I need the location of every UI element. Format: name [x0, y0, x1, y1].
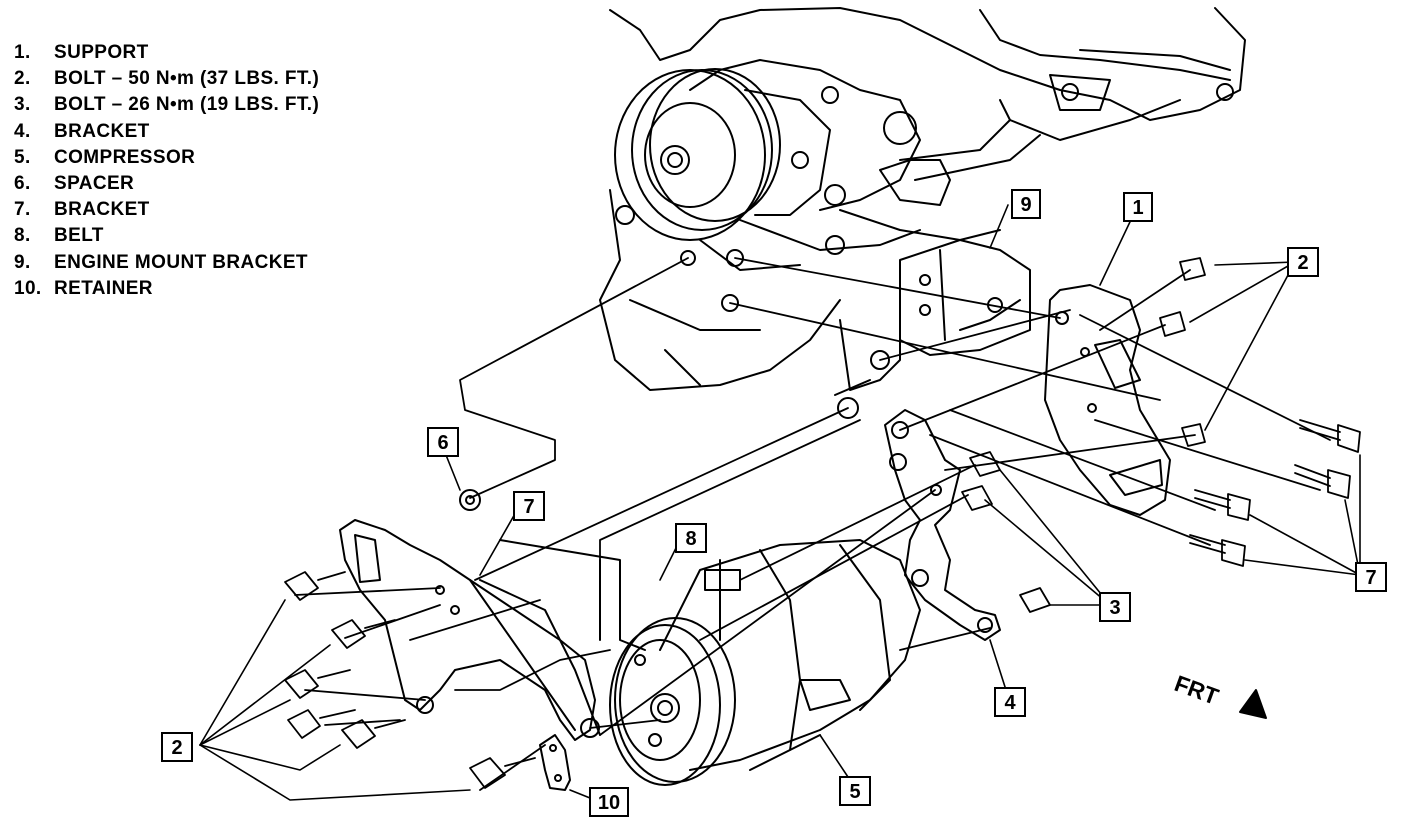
support [1044, 284, 1171, 516]
leader-lines [199, 204, 1361, 801]
callout-2-left: 2 [161, 732, 193, 762]
callout-3-label: 3 [1109, 597, 1120, 619]
callout-1: 1 [1123, 192, 1153, 222]
callout-5-label: 5 [849, 781, 860, 803]
callout-6-label: 6 [437, 432, 448, 454]
bolts-2-right [1159, 257, 1206, 447]
callout-4: 4 [994, 687, 1026, 717]
callout-9: 9 [1011, 189, 1041, 219]
engine-lower-block [834, 319, 901, 419]
callout-6: 6 [427, 427, 459, 457]
callout-7-left: 7 [513, 491, 545, 521]
legend-item-bracket: 4.BRACKET [14, 120, 150, 142]
legend-item-compressor: 5.COMPRESSOR [14, 146, 196, 168]
belt [499, 539, 646, 651]
callout-7-right: 7 [1355, 562, 1387, 592]
callout-3: 3 [1099, 592, 1131, 622]
callout-9-label: 9 [1020, 194, 1031, 216]
legend-item-engine-mount-bracket: 9.ENGINE MOUNT BRACKET [14, 251, 308, 273]
parts-legend: 1.SUPPORT 2.BOLT – 50 N•m (37 LBS. FT.) … [14, 42, 319, 304]
callout-2-left-label: 2 [171, 737, 182, 759]
bracket-4 [884, 409, 1001, 641]
bolts-2-left [284, 571, 536, 789]
callout-2-right: 2 [1287, 247, 1319, 277]
front-arrow-icon [1239, 689, 1267, 719]
callout-7-right-label: 7 [1365, 567, 1376, 589]
legend-item-retainer: 10.RETAINER [14, 277, 153, 299]
legend-item-belt: 8.BELT [14, 225, 104, 247]
callout-1-label: 1 [1132, 197, 1143, 219]
legend-item-bolt-26: 3.BOLT – 26 N•m (19 LBS. FT.) [14, 94, 320, 116]
retainer [539, 734, 571, 791]
legend-item-spacer: 6.SPACER [14, 172, 135, 194]
bolts-7 [1189, 419, 1361, 567]
engine-pulley [614, 68, 831, 241]
callout-8-label: 8 [685, 528, 696, 550]
callout-8: 8 [675, 523, 707, 553]
callout-4-label: 4 [1004, 692, 1016, 714]
bracket-7-left [339, 519, 601, 741]
callout-2-right-label: 2 [1297, 252, 1308, 274]
callout-10-label: 10 [598, 792, 620, 814]
callout-5: 5 [839, 776, 871, 806]
spacer [459, 489, 481, 511]
compressor [609, 539, 921, 786]
legend-item-bracket-7: 7.BRACKET [14, 199, 150, 221]
callout-10: 10 [589, 787, 629, 817]
legend-item-support: 1.SUPPORT [14, 42, 149, 63]
callout-7-left-label: 7 [523, 496, 534, 518]
engine-block [599, 7, 1246, 391]
legend-item-bolt-50: 2.BOLT – 50 N•m (37 LBS. FT.) [14, 68, 320, 90]
